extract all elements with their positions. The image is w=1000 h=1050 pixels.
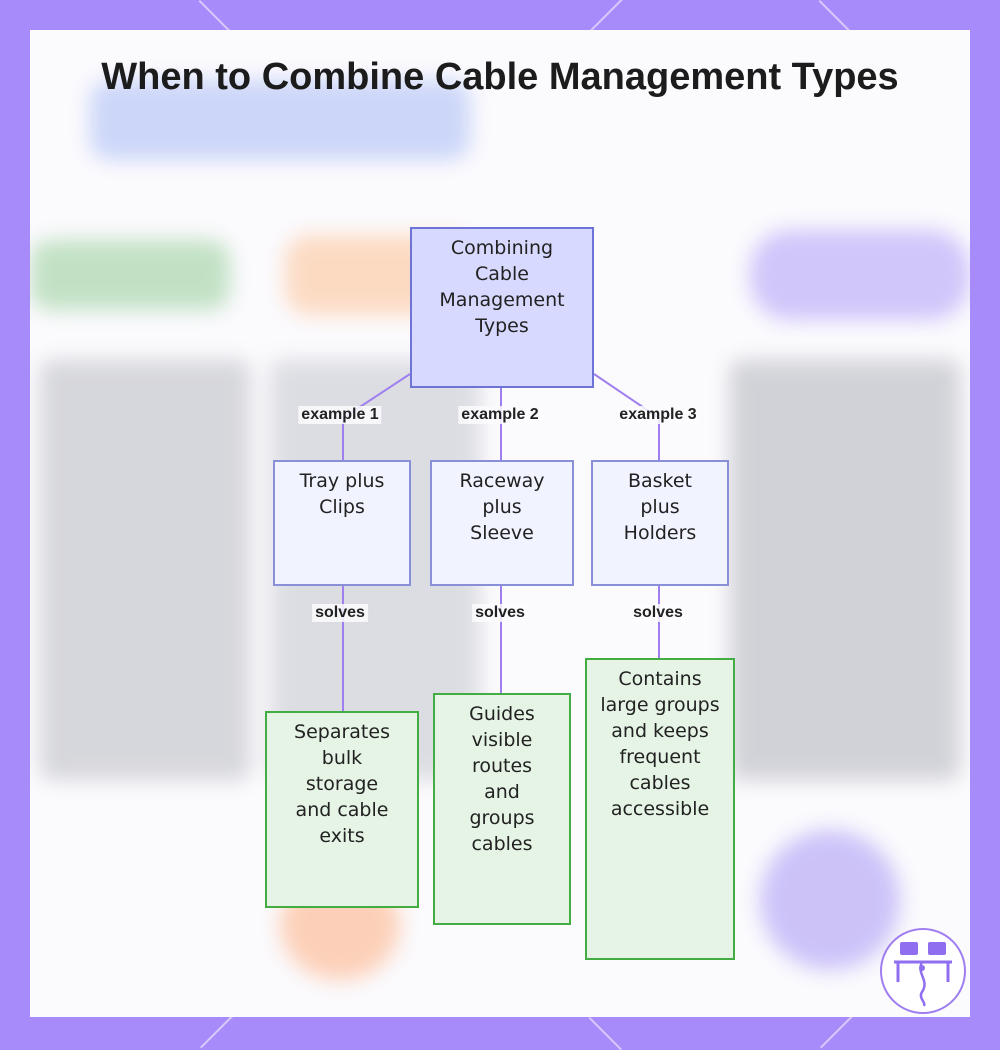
example-node-1: Tray plus Clips <box>273 460 411 586</box>
root-node-label: Combining Cable Management Types <box>439 237 565 337</box>
outcome-node-2-label: Guides visible routes and groups cables <box>469 703 535 855</box>
outcome-node-3: Contains large groups and keeps frequent… <box>585 658 735 960</box>
edge-label-example-1: example 1 <box>298 406 382 424</box>
edge-label-solves-2: solves <box>472 604 528 622</box>
edge-label-solves-3: solves <box>630 604 686 622</box>
example-node-1-label: Tray plus Clips <box>299 470 385 518</box>
outcome-node-3-label: Contains large groups and keeps frequent… <box>600 668 720 820</box>
edge-label-example-3: example 3 <box>616 406 700 424</box>
example-node-3-label: Basket plus Holders <box>623 470 697 544</box>
outcome-node-1-label: Separates bulk storage and cable exits <box>294 721 390 847</box>
outcome-node-2: Guides visible routes and groups cables <box>433 693 571 925</box>
desk-network-icon <box>880 928 966 1014</box>
example-node-2-label: Raceway plus Sleeve <box>459 470 545 544</box>
edge-label-example-2: example 2 <box>458 406 542 424</box>
page-title: When to Combine Cable Management Types <box>101 56 899 98</box>
example-node-3: Basket plus Holders <box>591 460 729 586</box>
edge-label-solves-1: solves <box>312 604 368 622</box>
outcome-node-1: Separates bulk storage and cable exits <box>265 711 419 908</box>
root-node: Combining Cable Management Types <box>410 227 594 388</box>
example-node-2: Raceway plus Sleeve <box>430 460 574 586</box>
